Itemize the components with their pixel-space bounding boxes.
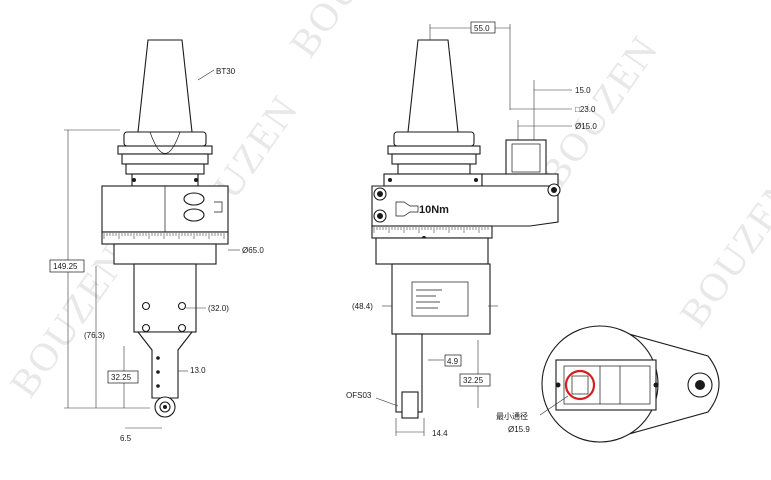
torque-label: 10Nm xyxy=(419,204,449,216)
flange-lower xyxy=(121,153,209,165)
dot xyxy=(156,384,160,388)
dim-square: □23.0 xyxy=(575,105,596,114)
dim-hole-spacing: (32.0) xyxy=(208,304,229,313)
dim-body-diameter: Ø65.0 xyxy=(242,246,264,255)
detail-view: 最小通径 Ø15.9 xyxy=(496,325,720,443)
dim-offset-top: 55.0 xyxy=(474,24,490,33)
dim-lower-length: (76.3) xyxy=(84,331,105,340)
dim-box xyxy=(444,354,462,367)
screw-core xyxy=(551,187,557,193)
min-bore-circle xyxy=(564,369,596,401)
bt30-taper xyxy=(137,39,193,133)
hole xyxy=(177,301,187,311)
dim-15: 15.0 xyxy=(575,86,591,95)
screw xyxy=(194,178,198,182)
shank xyxy=(133,263,197,333)
stop-ring xyxy=(131,173,199,187)
shank xyxy=(391,263,491,335)
sight-window xyxy=(183,192,205,206)
dot xyxy=(653,382,659,388)
flange-lower xyxy=(391,153,477,165)
dim-14-4: 14.4 xyxy=(432,429,448,438)
probe-tip xyxy=(401,391,419,419)
screw xyxy=(474,178,478,182)
flange-upper xyxy=(393,131,475,147)
scale-ticks xyxy=(103,233,225,239)
flange-groove xyxy=(125,163,205,175)
screw-core xyxy=(377,191,383,197)
stop-ring xyxy=(383,173,483,187)
dim-dia-15: Ø15.0 xyxy=(575,122,597,131)
housing-body xyxy=(371,185,559,227)
dim-box xyxy=(107,370,139,384)
screw xyxy=(388,178,392,182)
lower-body xyxy=(375,237,489,265)
label-min-bore: 最小通径 xyxy=(496,411,528,421)
flange-ring xyxy=(117,145,213,155)
tip-arm xyxy=(136,331,194,399)
dot xyxy=(156,370,160,374)
flange-ring xyxy=(387,145,481,155)
arm-screw-core xyxy=(695,380,705,390)
screw xyxy=(132,178,136,182)
dim-tip-width: 13.0 xyxy=(190,366,206,375)
flange-groove xyxy=(397,163,471,175)
hole xyxy=(177,323,187,333)
slot-body xyxy=(555,359,657,411)
watermark-text: BOUZEN xyxy=(671,167,771,336)
value-min-bore: Ø15.9 xyxy=(508,425,530,434)
left-view: BT30 149.25 Ø65.0 (32.0) (76.3) 13.0 32.… xyxy=(49,39,264,443)
flange-upper xyxy=(123,131,207,147)
dim-box xyxy=(470,21,496,34)
sight-window xyxy=(183,208,205,222)
slot-inner xyxy=(563,365,651,405)
label-plate xyxy=(411,281,469,317)
dot xyxy=(156,356,160,360)
leader xyxy=(197,69,215,81)
dim-32-25: 32.25 xyxy=(463,376,484,385)
label-bt30: BT30 xyxy=(216,67,236,76)
bore-square xyxy=(571,375,589,395)
dim-box xyxy=(459,373,491,387)
hole xyxy=(141,323,151,333)
probe-arm-square xyxy=(511,143,541,173)
lower-body xyxy=(113,243,217,265)
scale-ticks xyxy=(373,227,489,233)
tip-center xyxy=(163,405,167,409)
drive-slot xyxy=(149,131,181,154)
scale-ring xyxy=(371,225,493,239)
middle-view: 10Nm 55.0 15.0 □23.0 Ø15.0 (48.4) xyxy=(346,21,597,438)
watermark-text: BOUZEN xyxy=(281,0,418,65)
hole xyxy=(141,301,151,311)
leader xyxy=(539,395,569,416)
probe-arm-head xyxy=(505,139,547,177)
dim-tip-length: 32.25 xyxy=(111,373,132,382)
screw-core xyxy=(377,213,383,219)
dim-box xyxy=(49,259,85,273)
leader xyxy=(375,397,399,407)
dot xyxy=(555,382,561,388)
dim-4-9: 4.9 xyxy=(447,357,459,366)
wrench-slot xyxy=(214,201,223,213)
arm-bridge xyxy=(481,173,559,187)
watermark-text: BOUZEN xyxy=(531,27,668,196)
bt30-taper xyxy=(407,39,459,133)
dim-overall-length: 149.25 xyxy=(53,262,78,271)
label-ofs: OFS03 xyxy=(346,391,372,400)
dim-48: (48.4) xyxy=(352,302,373,311)
wrench-icon xyxy=(395,201,419,217)
dim-tip-offset: 6.5 xyxy=(120,434,132,443)
